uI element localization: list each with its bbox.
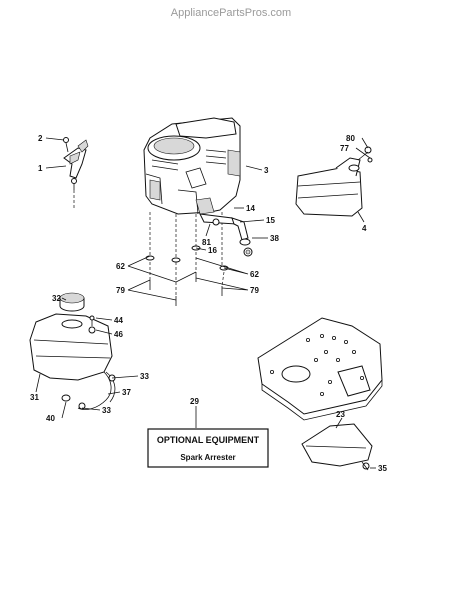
- callout-1: 1: [38, 164, 43, 173]
- cover-plate: [301, 423, 373, 471]
- callout-38: 38: [270, 234, 279, 243]
- callout-29: 29: [190, 397, 199, 406]
- callout-3: 3: [264, 166, 269, 175]
- callout-81: 81: [202, 238, 211, 247]
- callout-40: 40: [46, 414, 55, 423]
- callout-15: 15: [266, 216, 275, 225]
- callout-numbers: 2 1 3 80 77 4 14 15 81 38 16 62 62 79 79…: [30, 134, 387, 473]
- callout-37: 37: [122, 388, 131, 397]
- callout-79-left: 79: [116, 286, 125, 295]
- callout-77: 77: [340, 144, 349, 153]
- optional-equipment-title: OPTIONAL EQUIPMENT: [157, 435, 260, 445]
- engine-mount-hardware: [127, 212, 249, 306]
- callout-62-left: 62: [116, 262, 125, 271]
- fuel-tank: [29, 292, 113, 381]
- muffler: [295, 146, 373, 217]
- callout-32: 32: [52, 294, 61, 303]
- callout-46: 46: [114, 330, 123, 339]
- callout-4: 4: [362, 224, 367, 233]
- callout-44: 44: [114, 316, 123, 325]
- leader-lines: [35, 137, 376, 469]
- callout-33-lower: 33: [102, 406, 111, 415]
- callout-80: 80: [346, 134, 355, 143]
- callout-14: 14: [246, 204, 255, 213]
- optional-equipment-subtitle: Spark Arrester: [180, 453, 235, 462]
- callout-79-right: 79: [250, 286, 259, 295]
- optional-equipment-box: OPTIONAL EQUIPMENT Spark Arrester: [147, 428, 269, 468]
- callout-62-right: 62: [250, 270, 259, 279]
- callout-2: 2: [38, 134, 43, 143]
- chassis-frame: [257, 317, 383, 421]
- engine: [143, 117, 241, 215]
- callout-33-upper: 33: [140, 372, 149, 381]
- callout-31: 31: [30, 393, 39, 402]
- callout-23: 23: [336, 410, 345, 419]
- callout-16: 16: [208, 246, 217, 255]
- callout-35: 35: [378, 464, 387, 473]
- watermark: AppliancePartsPros.com: [171, 7, 291, 19]
- fuel-line: [61, 371, 116, 410]
- throttle-control-bracket: [63, 137, 89, 210]
